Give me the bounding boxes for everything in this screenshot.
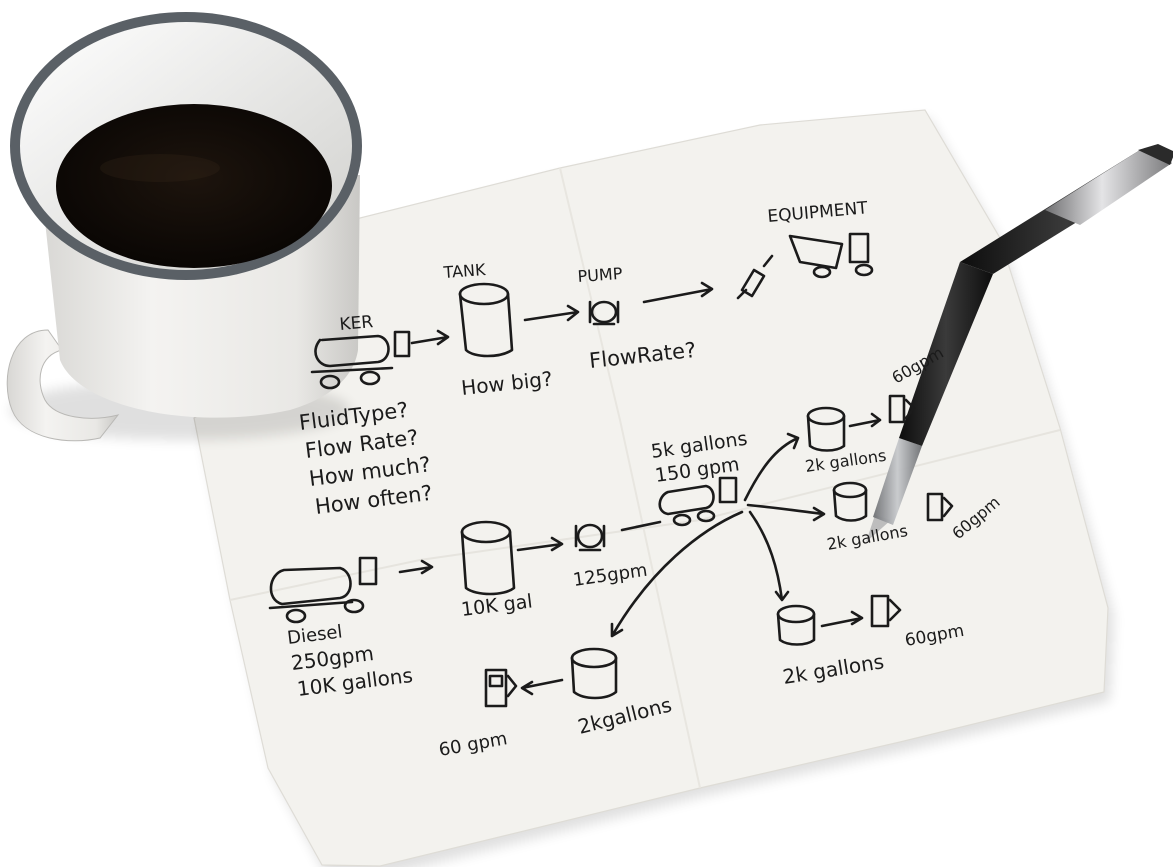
pump-label: PUMP xyxy=(577,264,623,286)
tanker-label: KER xyxy=(339,312,375,335)
tank-label: TANK xyxy=(442,260,487,282)
coffee-mug xyxy=(7,12,362,441)
